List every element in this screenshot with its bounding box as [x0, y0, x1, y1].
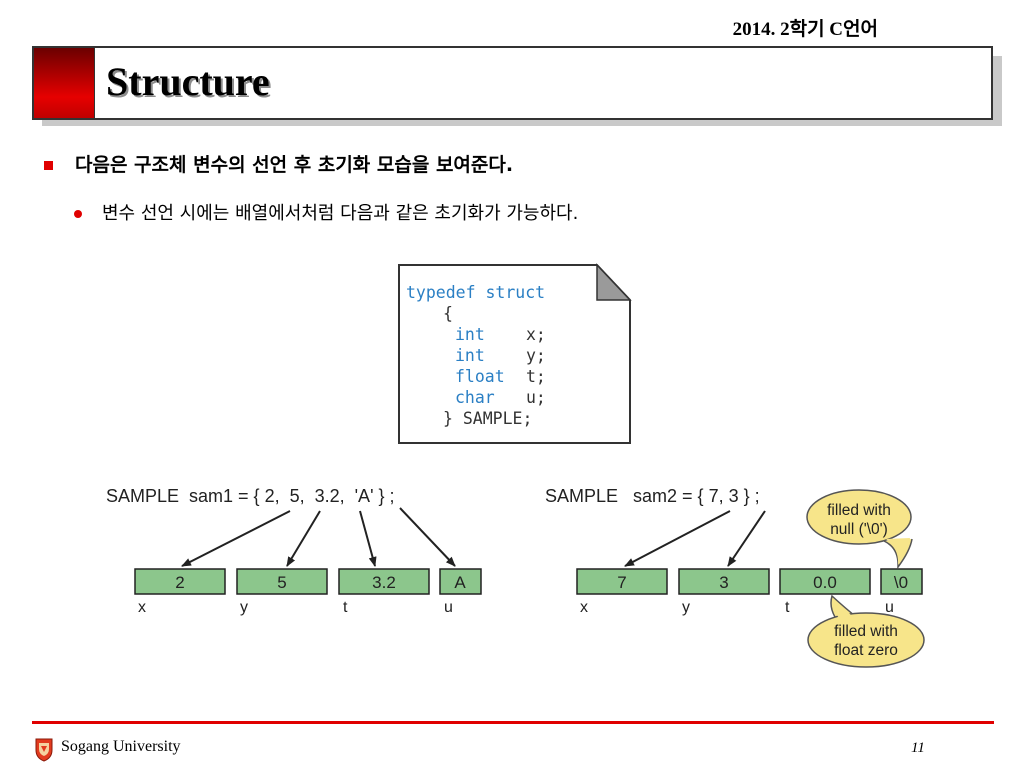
callout-null: filled with null ('\0')	[806, 489, 913, 570]
sam2-value-y: 3	[719, 573, 728, 592]
sam2-label-x: x	[580, 599, 588, 616]
sam1-declaration: SAMPLE sam1 = { 2, 5, 3.2, 'A' } ;	[106, 486, 395, 506]
arrow-sam1-x	[181, 510, 291, 567]
code-name-u: u;	[526, 388, 546, 407]
callout-float-line1: filled with	[834, 623, 898, 640]
sam2-box-t	[779, 568, 871, 595]
sam1-value-y: 5	[277, 573, 286, 592]
arrow-sam1-y	[286, 510, 321, 567]
sam2-box-x	[576, 568, 668, 595]
arrow-sam1-u	[399, 507, 456, 567]
diagram-sam2: SAMPLE sam2 = { 7, 3 } ; 7 3 0.0 \0 x y …	[545, 486, 925, 668]
sam1-label-x: x	[138, 599, 146, 616]
code-type-y: int	[455, 346, 485, 365]
title-accent-block	[34, 48, 95, 118]
sam2-value-t: 0.0	[813, 573, 837, 592]
sogang-logo-icon	[35, 738, 53, 762]
arrow-sam2-x	[624, 510, 731, 567]
bullet-level2-text: 변수 선언 시에는 배열에서처럼 다음과 같은 초기화가 가능하다.	[102, 203, 579, 224]
code-name-y: y;	[526, 346, 546, 365]
sam1-box-x	[134, 568, 226, 595]
sam1-value-x: 2	[175, 573, 184, 592]
code-name-t: t;	[526, 367, 546, 386]
sam1-label-y: y	[240, 599, 248, 616]
code-page-outline	[398, 264, 631, 444]
code-type-u: char	[455, 388, 495, 407]
sam1-label-t: t	[343, 599, 348, 616]
code-type-t: float	[455, 367, 505, 386]
code-typedef-struct: typedef struct	[406, 283, 545, 302]
square-bullet-icon	[44, 161, 53, 170]
sam2-box-u	[880, 568, 923, 595]
sam2-label-t: t	[785, 599, 790, 616]
bullet-level1-text: 다음은 구조체 변수의 선언 후 초기화 모습을 보여준다.	[75, 154, 514, 176]
code-open-brace: {	[443, 304, 453, 323]
callout-null-line2: null ('\0')	[830, 521, 888, 538]
sam2-box-y	[678, 568, 770, 595]
sam1-value-u: A	[454, 573, 466, 592]
callout-float: filled with float zero	[807, 594, 925, 668]
bullet-level2: 변수 선언 시에는 배열에서처럼 다음과 같은 초기화가 가능하다.	[74, 199, 578, 225]
arrow-sam2-y	[727, 510, 766, 567]
sam1-box-u	[439, 568, 482, 595]
sam1-box-t	[338, 568, 430, 595]
dot-bullet-icon	[74, 210, 82, 218]
sam2-label-u: u	[885, 599, 894, 616]
slide-title: Structure	[106, 59, 270, 104]
sam1-label-u: u	[444, 599, 453, 616]
code-closing: } SAMPLE;	[443, 409, 532, 428]
course-label: 2014. 2학기 C언어	[732, 19, 878, 40]
code-page: typedef struct { int x; int y; float t; …	[398, 263, 632, 444]
sam2-value-x: 7	[617, 573, 626, 592]
university-name: Sogang University	[61, 738, 181, 755]
page-number: 11	[911, 740, 925, 756]
code-name-x: x;	[526, 325, 546, 344]
title-bar: Structure	[32, 46, 993, 120]
page-fold-icon	[596, 263, 632, 301]
sam2-label-y: y	[682, 599, 690, 616]
footer-divider	[32, 721, 994, 724]
arrow-sam1-t	[359, 510, 377, 567]
sam2-declaration: SAMPLE sam2 = { 7, 3 } ;	[545, 486, 760, 506]
sam1-box-y	[236, 568, 328, 595]
code-type-x: int	[455, 325, 485, 344]
diagram-sam1: SAMPLE sam1 = { 2, 5, 3.2, 'A' } ; 2 5 3…	[106, 486, 482, 616]
callout-null-bubble	[806, 489, 912, 545]
bullet-level1: 다음은 구조체 변수의 선언 후 초기화 모습을 보여준다.	[44, 150, 513, 177]
callout-float-bubble	[807, 612, 925, 668]
callout-null-line1: filled with	[827, 502, 891, 519]
sam1-value-t: 3.2	[372, 573, 396, 592]
sam2-value-u: \0	[894, 573, 908, 592]
callout-float-line2: float zero	[834, 642, 898, 659]
